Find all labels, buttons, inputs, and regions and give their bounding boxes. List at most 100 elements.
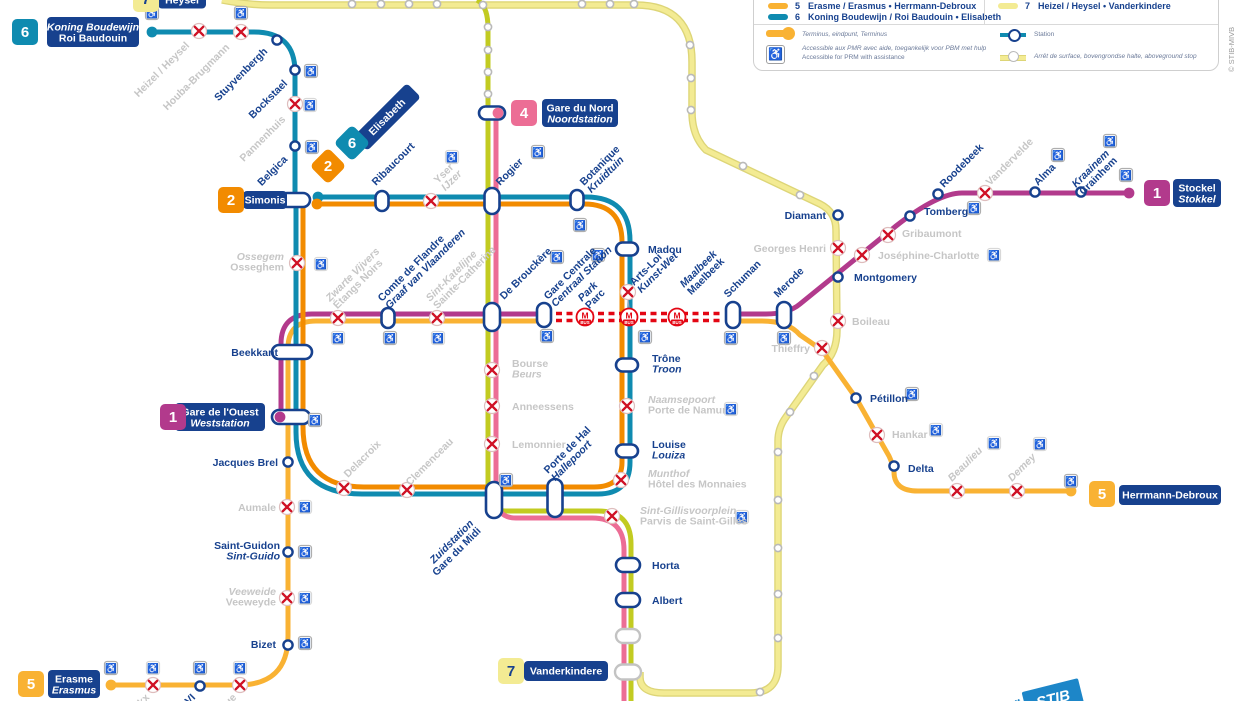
station-label: Merode	[772, 265, 807, 300]
svg-text:5: 5	[27, 676, 35, 693]
legend-terminus-label: Terminus, eindpunt, Terminus	[802, 31, 888, 38]
station-pill	[614, 443, 640, 459]
wheelchair-icon: ♿	[313, 256, 329, 272]
svg-text:6: 6	[348, 135, 356, 152]
wheelchair-icon: ♿	[1032, 436, 1048, 452]
station-pill	[546, 477, 564, 519]
closed-station-x-icon	[232, 23, 250, 41]
closed-station-x-icon	[603, 507, 621, 525]
svg-text:♿: ♿	[147, 663, 159, 675]
closed-station-x-icon	[286, 95, 304, 113]
aboveground-stop	[795, 190, 805, 200]
aboveground-stop	[685, 40, 695, 50]
svg-text:♿: ♿	[574, 220, 586, 232]
line-2-badge: 2	[218, 187, 244, 213]
wheelchair-icon: ♿	[103, 660, 119, 676]
closed-station-x-icon	[868, 426, 886, 444]
svg-text:♿: ♿	[725, 333, 737, 345]
terminus-box: Herrmann-Debroux	[1119, 485, 1221, 505]
svg-text:M: M	[673, 311, 680, 321]
station-circle	[832, 209, 844, 221]
station-circle	[194, 680, 206, 692]
station-pill	[614, 591, 642, 609]
line5-swatch	[768, 3, 788, 9]
legend-prm-label-1: Accessible aux PMR avec aide, toegankeli…	[802, 45, 987, 52]
station-label: MaalbeekMaelbeek	[678, 247, 728, 297]
closed-station-x-icon	[428, 309, 446, 327]
svg-text:6: 6	[21, 24, 29, 41]
closed-station-x-icon	[483, 435, 501, 453]
terminus-box: Vanderkindere	[524, 661, 608, 681]
closed-station-x-icon	[288, 254, 306, 272]
station-circle	[1029, 186, 1041, 198]
aboveground-stop	[686, 73, 696, 83]
closed-station-x-icon	[483, 397, 501, 415]
terminus-icon	[766, 27, 796, 40]
aboveground-stop	[773, 589, 783, 599]
aboveground-stop	[773, 543, 783, 553]
station-label: Pétillon	[870, 393, 908, 405]
svg-text:M: M	[581, 311, 588, 321]
aboveground-stop	[483, 22, 493, 32]
station-pill	[483, 186, 501, 216]
svg-text:♿: ♿	[551, 252, 563, 264]
closed-station-x-icon	[231, 676, 249, 694]
terminus-box: Simonis	[243, 191, 287, 209]
wheelchair-icon: ♿	[444, 149, 460, 165]
legend-divider-vertical	[984, 0, 985, 24]
svg-text:♿: ♿	[592, 250, 604, 262]
aboveground-stop	[629, 0, 639, 9]
wheelchair-icon: ♿	[1118, 167, 1134, 183]
svg-text:♿: ♿	[968, 203, 980, 215]
svg-text:♿: ♿	[1065, 476, 1077, 488]
wheelchair-icon: ♿	[330, 330, 346, 346]
wheelchair-icon: ♿	[723, 330, 739, 346]
wheelchair-icon: ♿	[297, 635, 313, 651]
line-4-badge: 4	[511, 100, 537, 126]
aboveground-stop	[773, 633, 783, 643]
station-label: Beaulieu	[946, 444, 986, 484]
station-label: Lemonnier	[512, 439, 566, 451]
wheelchair-icon: ♿	[1063, 473, 1079, 489]
station-circle	[271, 34, 283, 46]
svg-text:♿: ♿	[906, 389, 918, 401]
svg-text:♿: ♿	[930, 425, 942, 437]
station-pill	[380, 306, 396, 330]
svg-text:♿: ♿	[446, 152, 458, 164]
wheelchair-icon: ♿	[1102, 133, 1118, 149]
svg-text:BUS: BUS	[580, 320, 589, 325]
line7-number: 7	[1025, 1, 1031, 11]
station-label: Albert	[652, 595, 683, 607]
wheelchair-icon: ♿	[590, 247, 606, 263]
wheelchair-icon: ♿	[539, 328, 555, 344]
terminus-dot	[146, 26, 158, 38]
station-label: Bockstael	[247, 78, 291, 122]
svg-text:♿: ♿	[1052, 150, 1064, 162]
line-5-badge: 5	[1089, 481, 1115, 507]
terminus-dot	[1123, 187, 1135, 199]
closed-station-x-icon	[190, 22, 208, 40]
station-label: Aumale	[238, 502, 276, 514]
closed-station-x-icon	[948, 482, 966, 500]
station-label: Hankar	[892, 429, 928, 441]
station-circle	[282, 546, 294, 558]
line-6-badge: 6	[335, 126, 369, 160]
station-label: Diamant	[785, 210, 827, 222]
aboveground-stop	[738, 161, 748, 171]
station-label: Madou	[648, 244, 682, 256]
station-label: Porte de HalHallepoort	[542, 424, 601, 483]
legend-prm-label-2: Accessible for PRM with assistance	[802, 54, 905, 61]
svg-text:5: 5	[1098, 486, 1106, 503]
aboveground-stop	[483, 45, 493, 55]
aboveground-stop	[577, 0, 587, 9]
svg-text:Heysel: Heysel	[165, 0, 199, 7]
closed-station-x-icon	[335, 479, 353, 497]
aboveground-stop	[773, 447, 783, 457]
